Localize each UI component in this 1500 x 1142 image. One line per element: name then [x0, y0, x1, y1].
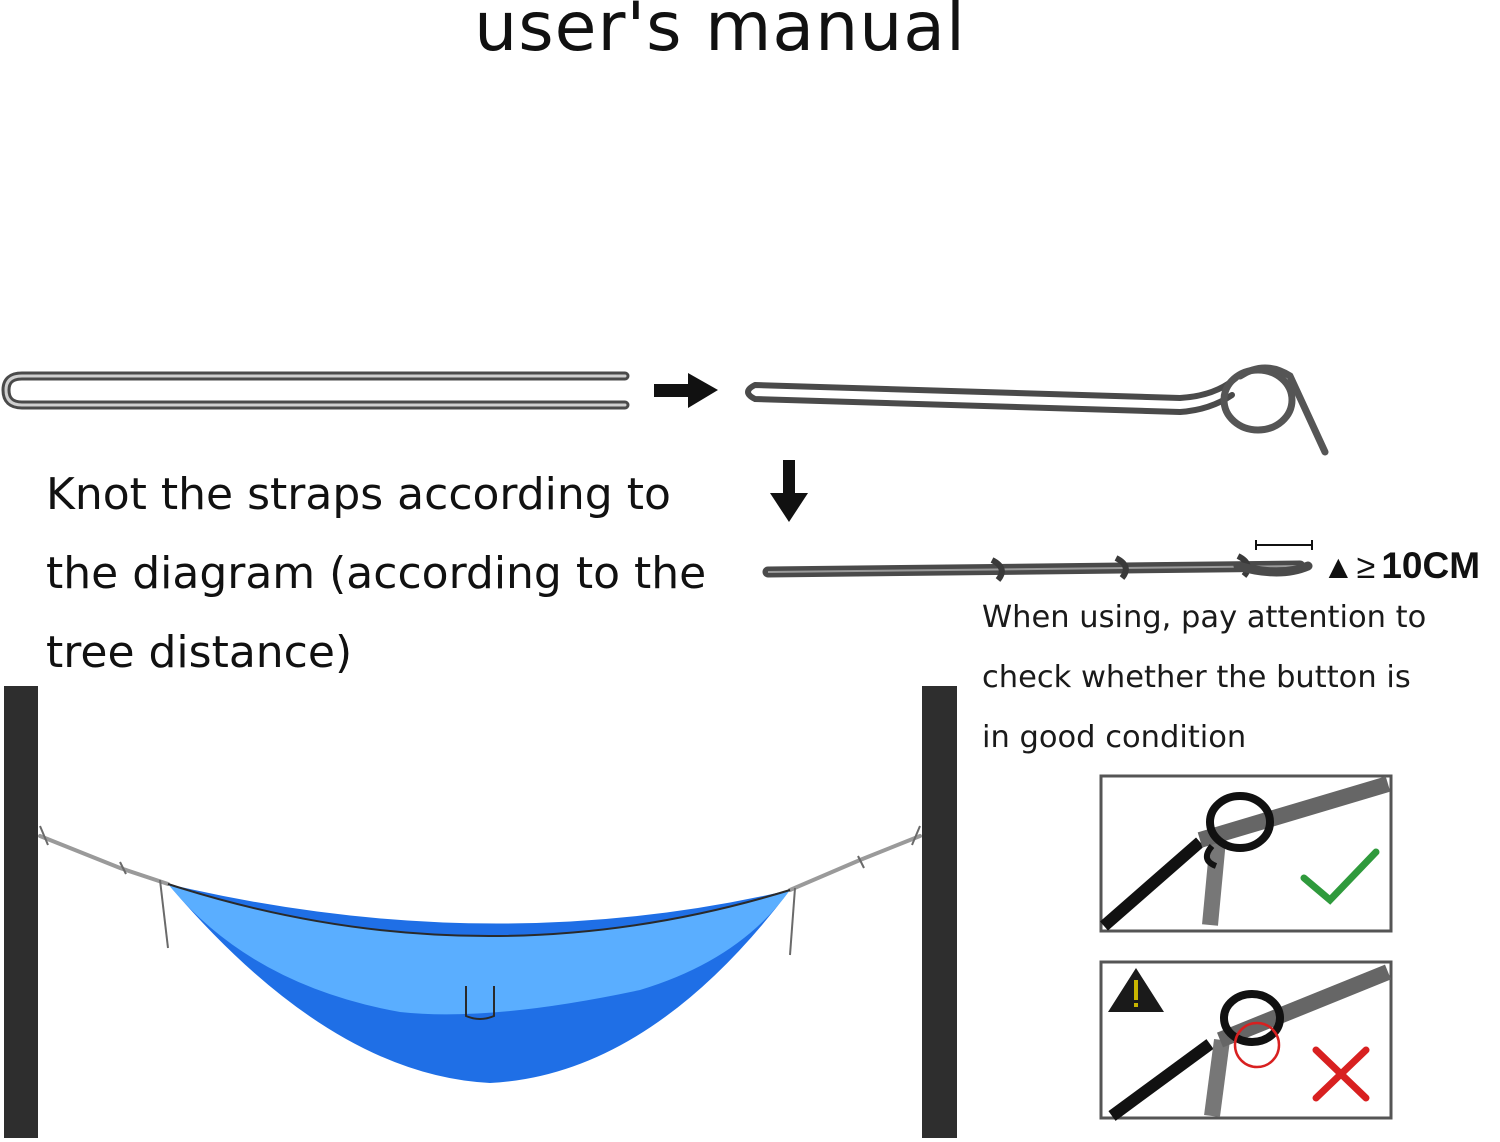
greater-equal-symbol: ≥	[1356, 548, 1376, 586]
instruction-line: tree distance)	[46, 627, 353, 678]
safety-note: When using, pay attention to check wheth…	[982, 588, 1497, 768]
folded-strap	[1, 371, 630, 410]
instruction-line: the diagram (according to the	[46, 548, 707, 599]
min-length-value: 10CM	[1381, 545, 1481, 586]
note-line: in good condition	[982, 720, 1247, 755]
instruction-line: Knot the straps according to	[46, 469, 671, 520]
knotted-strap	[762, 540, 1313, 582]
correct-knot-panel	[1099, 774, 1393, 933]
strap-with-loop	[745, 364, 1329, 456]
warning-triangle-icon	[1108, 968, 1164, 1012]
note-line: When using, pay attention to	[982, 600, 1427, 635]
right-tree-post	[922, 686, 957, 1138]
left-tree-post	[4, 686, 38, 1138]
min-length-label: ▲≥10CM	[1322, 543, 1480, 590]
wrong-knot-panel	[1099, 960, 1393, 1121]
arrow-right-icon	[654, 373, 718, 408]
cross-mark-icon	[1312, 1046, 1370, 1102]
check-mark-icon	[1300, 848, 1380, 905]
warning-triangle-icon: ▲	[1322, 548, 1355, 585]
manual-title: user's manual	[474, 0, 966, 67]
hammock-scene	[4, 686, 957, 1138]
note-line: check whether the button is	[982, 660, 1411, 695]
arrow-down-icon	[770, 460, 808, 522]
strap-instruction: Knot the straps according to the diagram…	[46, 455, 746, 692]
hammock-light-panel	[168, 884, 790, 1015]
